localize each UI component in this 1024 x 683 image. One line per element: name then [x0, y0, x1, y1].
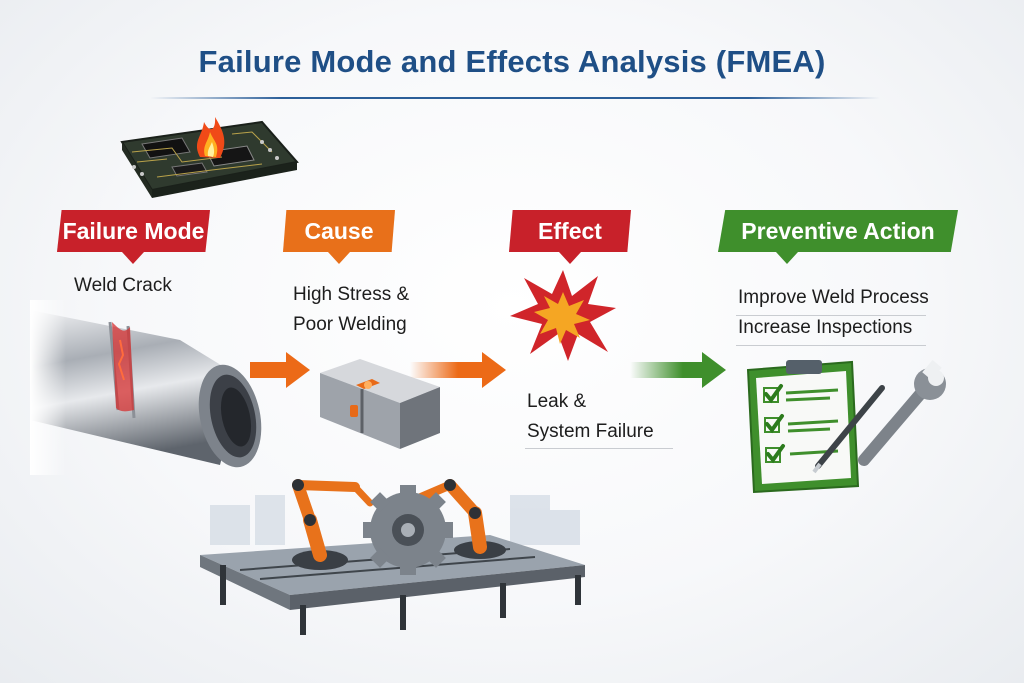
orange-arrow-icon	[410, 352, 506, 388]
checklist-wrench-icon	[746, 360, 946, 494]
failure-mode-text: Weld Crack	[74, 271, 172, 301]
cause-line: High Stress &	[293, 284, 410, 305]
effect-line: System Failure	[527, 421, 654, 442]
preventive-action-text: Improve Weld Process Increase Inspection…	[738, 283, 929, 343]
preventive-action-label-text: Preventive Action	[741, 217, 935, 244]
effect-label-text: Effect	[538, 217, 602, 244]
effect-label: Effect	[509, 210, 631, 252]
preventive-divider	[736, 315, 926, 316]
preventive-action-label: Preventive Action	[718, 210, 958, 252]
explosion-icon	[510, 270, 616, 361]
cracked-pipe-icon	[30, 300, 262, 475]
failure-mode-label-text: Failure Mode	[62, 217, 205, 244]
preventive-action-line: Increase Inspections	[738, 317, 913, 338]
metal-block-icon	[320, 359, 440, 449]
cause-pointer	[328, 252, 350, 264]
title-divider	[150, 97, 880, 99]
effect-line: Leak &	[527, 391, 587, 412]
effect-divider	[525, 448, 673, 449]
failure-mode-label: Failure Mode	[57, 210, 210, 252]
green-arrow-icon	[630, 352, 726, 388]
effect-text: Leak & System Failure	[527, 387, 654, 447]
preventive-action-line: Improve Weld Process	[738, 287, 929, 308]
cause-text: High Stress & Poor Welding	[293, 280, 409, 340]
preventive-divider	[736, 345, 926, 346]
failure-mode-pointer	[122, 252, 144, 264]
cause-label-text: Cause	[304, 217, 374, 244]
preventive-action-pointer	[776, 252, 798, 264]
effect-pointer	[559, 252, 581, 264]
cause-line: Poor Welding	[293, 314, 407, 335]
cause-label: Cause	[283, 210, 395, 252]
failure-mode-line: Weld Crack	[74, 275, 172, 296]
robotic-assembly-line-icon	[200, 479, 585, 635]
orange-arrow-icon	[250, 352, 310, 388]
burning-circuit-board-icon	[120, 117, 299, 198]
page-title: Failure Mode and Effects Analysis (FMEA)	[198, 44, 826, 79]
